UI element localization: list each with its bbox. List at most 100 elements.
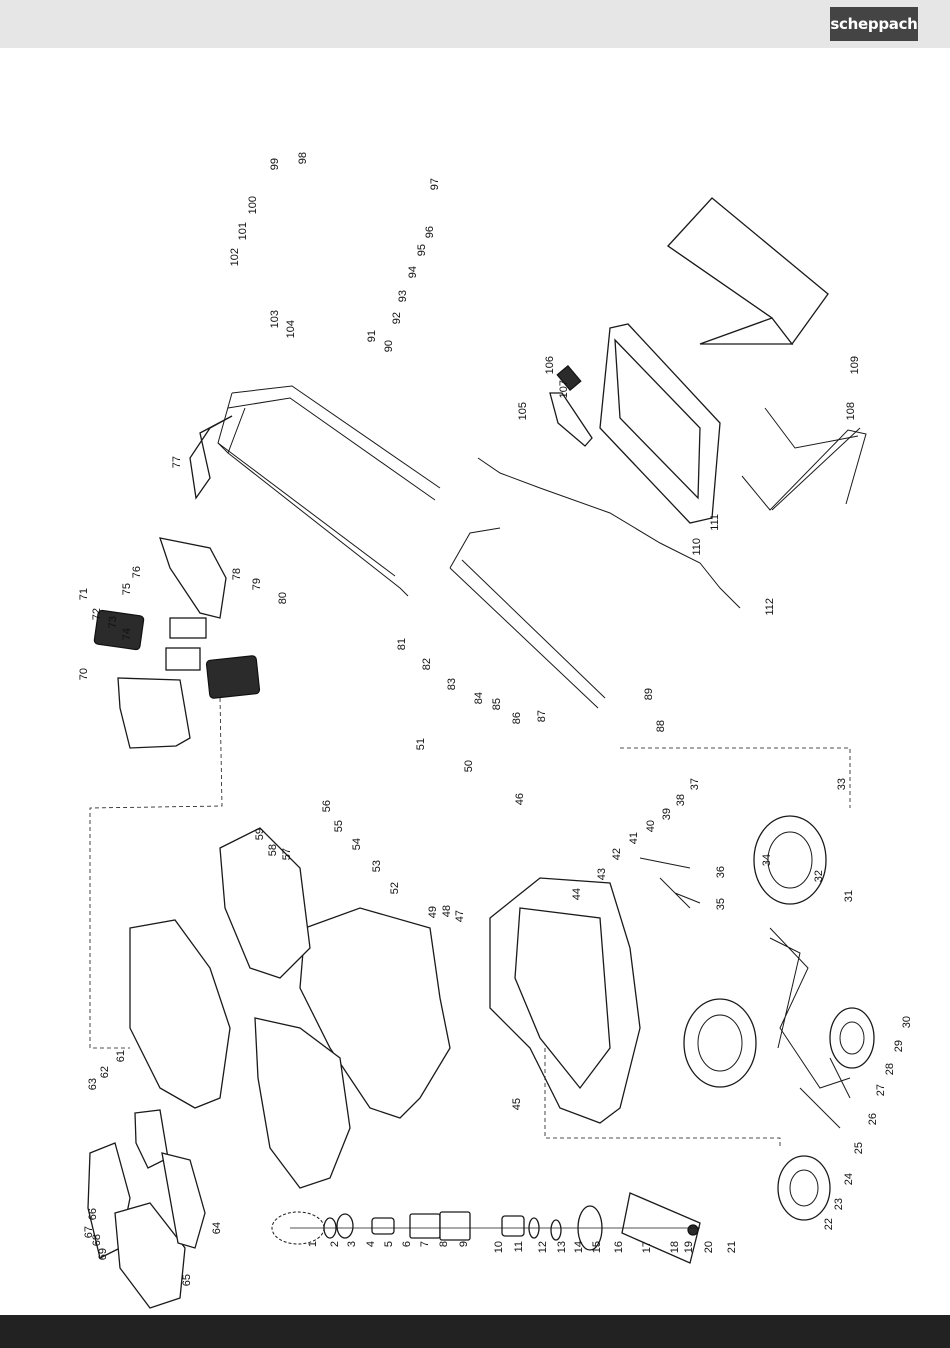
part-number-17: 17: [641, 1241, 653, 1253]
part-number-97: 97: [429, 178, 441, 190]
part-number-83: 83: [446, 678, 458, 690]
part-number-62: 62: [99, 1066, 111, 1078]
part-number-27: 27: [875, 1084, 887, 1096]
part-number-108: 108: [845, 402, 857, 420]
part-number-98: 98: [297, 152, 309, 164]
part-number-61: 61: [115, 1050, 127, 1062]
part-number-107: 107: [558, 380, 570, 398]
rear-axle: [769, 927, 851, 1089]
part-number-106: 106: [544, 356, 556, 374]
part-number-89: 89: [643, 688, 655, 700]
part-number-101: 101: [237, 222, 249, 240]
part-number-3: 3: [346, 1241, 358, 1247]
part-number-35: 35: [715, 898, 727, 910]
part-number-42: 42: [611, 848, 623, 860]
part-number-39: 39: [661, 808, 673, 820]
part-number-71: 71: [78, 588, 90, 600]
height-lever: [639, 857, 701, 909]
part-number-73: 73: [107, 616, 119, 628]
wheels: [683, 815, 875, 1221]
part-number-63: 63: [87, 1078, 99, 1090]
part-number-43: 43: [596, 868, 608, 880]
side-cover-bottom: [114, 1202, 186, 1309]
part-number-41: 41: [628, 832, 640, 844]
part-number-19: 19: [683, 1241, 695, 1253]
part-number-88: 88: [655, 720, 667, 732]
left-housing: [129, 919, 231, 1109]
part-number-40: 40: [645, 820, 657, 832]
part-number-4: 4: [365, 1241, 377, 1247]
part-number-5: 5: [383, 1241, 395, 1247]
part-number-103: 103: [269, 310, 281, 328]
part-number-68: 68: [91, 1234, 103, 1246]
part-number-80: 80: [277, 592, 289, 604]
part-number-79: 79: [251, 578, 263, 590]
part-number-104: 104: [285, 320, 297, 338]
part-number-45: 45: [511, 1098, 523, 1110]
part-number-55: 55: [333, 820, 345, 832]
part-number-24: 24: [843, 1173, 855, 1185]
part-number-54: 54: [351, 838, 363, 850]
part-number-72: 72: [91, 608, 103, 620]
part-number-90: 90: [383, 340, 395, 352]
brand-name: scheppach: [830, 15, 918, 33]
part-number-6: 6: [401, 1241, 413, 1247]
part-number-31: 31: [843, 890, 855, 902]
part-number-64: 64: [211, 1222, 223, 1234]
part-number-81: 81: [396, 638, 408, 650]
part-number-16: 16: [613, 1241, 625, 1253]
bag-frame: [741, 427, 867, 511]
part-number-9: 9: [458, 1241, 470, 1247]
part-number-33: 33: [836, 778, 848, 790]
part-number-12: 12: [537, 1241, 549, 1253]
part-number-28: 28: [884, 1063, 896, 1075]
parts-drawing: [87, 197, 875, 1309]
part-number-48: 48: [441, 905, 453, 917]
part-number-29: 29: [893, 1040, 905, 1052]
part-number-7: 7: [419, 1241, 431, 1247]
part-number-1: 1: [307, 1241, 319, 1247]
part-number-69: 69: [97, 1248, 109, 1260]
part-number-11: 11: [513, 1241, 525, 1252]
part-number-23: 23: [833, 1198, 845, 1210]
grass-bag: [667, 197, 829, 346]
battery-box: [117, 677, 191, 749]
inner-housing: [254, 1017, 351, 1189]
part-number-50: 50: [463, 760, 475, 772]
part-number-76: 76: [131, 566, 143, 578]
part-number-87: 87: [536, 710, 548, 722]
part-number-57: 57: [281, 848, 293, 860]
part-number-66: 66: [87, 1208, 99, 1220]
part-number-53: 53: [371, 860, 383, 872]
upper-handle: [189, 415, 233, 500]
footer-bar: [0, 1315, 950, 1348]
part-number-102: 102: [229, 248, 241, 266]
connector-lines: [89, 697, 223, 1049]
part-number-95: 95: [416, 244, 428, 256]
part-number-34: 34: [761, 854, 773, 866]
part-number-26: 26: [867, 1113, 879, 1125]
flap-handle: [549, 392, 593, 447]
housing-cover: [219, 827, 311, 979]
part-number-70: 70: [78, 668, 90, 680]
part-number-75: 75: [121, 583, 133, 595]
part-number-8: 8: [438, 1241, 450, 1247]
part-number-32: 32: [813, 870, 825, 882]
part-number-2: 2: [329, 1241, 341, 1247]
part-number-22: 22: [823, 1218, 835, 1230]
part-number-110: 110: [691, 538, 703, 556]
part-number-58: 58: [267, 844, 279, 856]
part-number-82: 82: [421, 658, 433, 670]
part-number-93: 93: [397, 290, 409, 302]
part-number-105: 105: [517, 402, 529, 420]
part-number-67: 67: [83, 1226, 95, 1238]
part-number-52: 52: [389, 882, 401, 894]
motor-assembly: [271, 1192, 701, 1264]
part-number-85: 85: [491, 698, 503, 710]
part-number-111: 111: [709, 514, 721, 531]
part-number-59: 59: [254, 828, 266, 840]
part-number-10: 10: [493, 1241, 505, 1253]
part-number-30: 30: [901, 1016, 913, 1028]
